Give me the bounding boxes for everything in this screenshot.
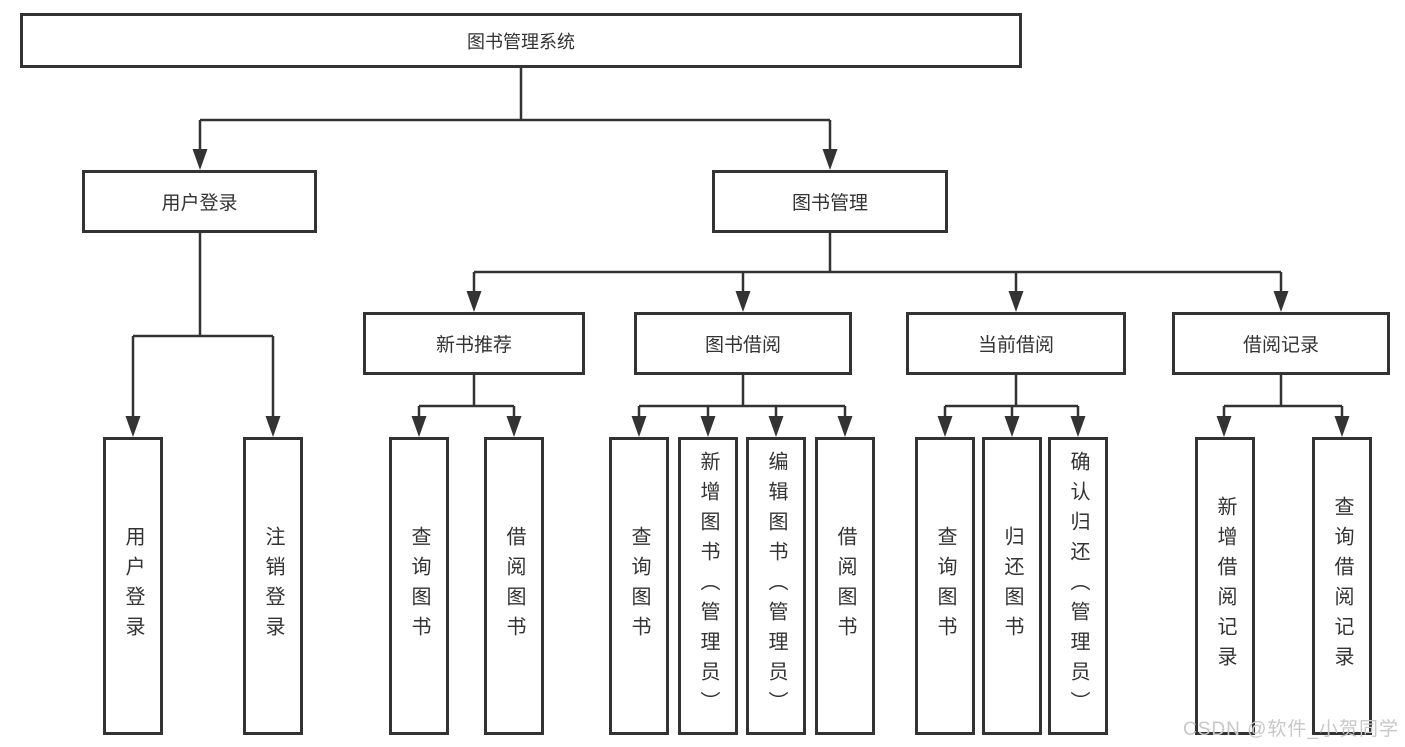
leaf-return-book: 归还图书: [982, 437, 1042, 735]
node-label: 当前借阅: [977, 335, 1054, 356]
node-current-borrowing: 当前借阅: [906, 312, 1126, 375]
csdn-watermark: CSDN @软件_小贺同学: [1183, 719, 1399, 740]
leaf-label: 编辑图书（管理员）: [765, 451, 787, 721]
node-book-borrowing: 图书借阅: [634, 312, 852, 375]
node-user-login: 用户登录: [82, 170, 317, 233]
leaf-label: 查询图书: [934, 526, 956, 646]
node-library-management-system: 图书管理系统: [20, 13, 1022, 68]
node-new-book-recommendation: 新书推荐: [363, 312, 585, 375]
leaf-label: 借阅图书: [503, 526, 525, 646]
node-label: 图书管理: [791, 193, 868, 214]
leaf-label: 新增借阅记录: [1214, 496, 1236, 676]
leaf-confirm-return-admin: 确认归还（管理员）: [1048, 437, 1108, 735]
leaf-query-books-current: 查询图书: [915, 437, 975, 735]
node-borrowing-records: 借阅记录: [1172, 312, 1390, 375]
leaf-query-borrow-record: 查询借阅记录: [1312, 437, 1372, 735]
leaf-label: 确认归还（管理员）: [1067, 451, 1089, 721]
leaf-add-book-admin: 新增图书（管理员）: [678, 437, 738, 735]
leaf-label: 新增图书（管理员）: [697, 451, 719, 721]
leaf-label: 用户登录: [122, 526, 144, 646]
leaf-label: 注销登录: [262, 526, 284, 646]
node-label: 借阅记录: [1242, 335, 1319, 356]
node-label: 图书借阅: [704, 335, 781, 356]
leaf-edit-book-admin: 编辑图书（管理员）: [746, 437, 806, 735]
leaf-label: 查询图书: [408, 526, 430, 646]
leaf-add-borrow-record: 新增借阅记录: [1195, 437, 1255, 735]
node-book-management: 图书管理: [712, 170, 948, 233]
node-label: 用户登录: [161, 193, 238, 214]
leaf-label: 借阅图书: [834, 526, 856, 646]
leaf-borrow-books-borrowing: 借阅图书: [815, 437, 875, 735]
leaf-query-books-borrowing: 查询图书: [609, 437, 669, 735]
node-label: 新书推荐: [435, 335, 512, 356]
leaf-logout: 注销登录: [243, 437, 303, 735]
leaf-borrow-books-recommend: 借阅图书: [484, 437, 544, 735]
leaf-user-login: 用户登录: [103, 437, 163, 735]
leaf-label: 归还图书: [1001, 526, 1023, 646]
node-label: 图书管理系统: [467, 31, 575, 52]
leaf-query-books-recommend: 查询图书: [389, 437, 449, 735]
leaf-label: 查询借阅记录: [1331, 496, 1353, 676]
leaf-label: 查询图书: [628, 526, 650, 646]
